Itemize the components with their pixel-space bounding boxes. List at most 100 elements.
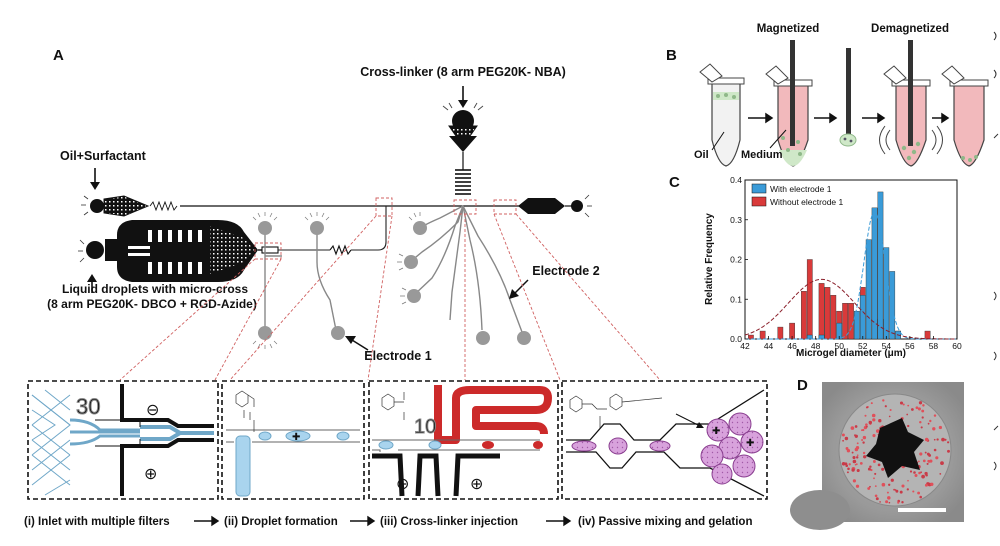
scale-bar xyxy=(898,508,946,512)
x-tick-label: 48 xyxy=(811,341,821,351)
fluorescent-dot xyxy=(911,408,914,411)
bar-without-electrode xyxy=(777,326,784,340)
bar-without-electrode xyxy=(748,334,754,340)
micro-cross-object xyxy=(866,418,924,478)
legend-swatch-without xyxy=(751,196,767,207)
fluorescent-dot xyxy=(846,471,849,474)
fluorescent-dot xyxy=(874,472,877,475)
bars-layer xyxy=(748,191,931,340)
fluorescent-dot xyxy=(851,451,854,454)
bar-without-electrode xyxy=(830,295,837,340)
electrode-2-pads xyxy=(397,212,531,345)
gel-cross-icon-2: ✚ xyxy=(746,438,754,449)
oil-surfactant-label: Oil+Surfactant xyxy=(60,149,147,163)
fluorescent-dot xyxy=(909,470,913,473)
inset-boxes xyxy=(27,380,768,500)
fluorescent-dot xyxy=(927,422,930,425)
fluorescent-dot xyxy=(897,501,900,504)
panel-d-letter: D xyxy=(797,377,808,394)
fluorescent-dot xyxy=(850,426,855,430)
droplet-inlet-arrow xyxy=(87,274,97,293)
panel-a: A Cross-linker (8 arm PEG20K- NBA) O xyxy=(24,47,768,528)
fluorescent-dot xyxy=(862,451,866,455)
tube-4 xyxy=(941,65,989,167)
fluorescent-dot xyxy=(901,501,904,504)
fluorescent-dot xyxy=(919,420,922,424)
fluorescent-dot xyxy=(941,437,945,442)
fluorescent-dot xyxy=(933,448,937,452)
fluorescent-dot xyxy=(917,407,921,411)
fluorescent-dot xyxy=(893,488,895,491)
step-3-label: (iii) Cross-linker injection xyxy=(380,516,518,528)
inset-crosslinker-injection: 10 ⊖ ⊕ xyxy=(372,385,552,497)
fluorescent-dot xyxy=(947,449,950,453)
fluorescent-dot xyxy=(922,459,926,463)
fluorescent-dot xyxy=(924,483,928,487)
fluorescent-dot xyxy=(865,423,868,427)
demagnetized-label: Demagnetized xyxy=(871,23,949,35)
fluorescent-dot xyxy=(841,433,845,437)
fluorescent-dot xyxy=(907,479,909,482)
oil-pointer xyxy=(711,131,725,151)
process-arrows xyxy=(748,112,950,124)
fluorescent-dot xyxy=(944,438,947,441)
fluorescent-dot xyxy=(852,479,857,483)
fluorescent-dot xyxy=(845,447,849,450)
fluorescent-dot xyxy=(855,484,860,488)
fluorescent-dot xyxy=(852,459,857,464)
fit-curves-layer xyxy=(744,211,956,340)
panel-c-letter: C xyxy=(669,174,680,191)
fluorescent-dot xyxy=(862,435,867,440)
fluorescent-dot xyxy=(877,463,881,467)
step-4-label: (iv) Passive mixing and gelation xyxy=(578,516,752,528)
fluorescent-dot xyxy=(870,402,873,405)
crosslinker-inlet xyxy=(442,102,484,195)
bar-with-electrode xyxy=(865,239,872,340)
fluorescent-dot xyxy=(882,399,885,402)
electrode-1-label: Electrode 1 xyxy=(364,349,431,363)
fluorescent-dot xyxy=(921,474,925,479)
fluorescent-dot xyxy=(947,441,950,444)
electrode-1-arrow xyxy=(345,336,369,351)
electrode-2-traces xyxy=(409,205,523,333)
fluorescent-dot xyxy=(933,438,936,441)
fluorescent-dot xyxy=(855,446,860,450)
fluorescent-dot xyxy=(887,496,891,500)
fluorescent-dot xyxy=(924,437,929,442)
inset-droplet-formation: ✚ xyxy=(226,390,360,497)
fluorescent-dot xyxy=(851,468,855,472)
inset-number-10: 10 xyxy=(414,416,436,438)
bar-without-electrode xyxy=(818,283,825,340)
y-tick-label: 0.3 xyxy=(730,215,742,225)
fluorescent-dot xyxy=(921,409,925,413)
fluorescent-dot xyxy=(924,471,928,476)
bar-with-electrode xyxy=(871,207,878,340)
fluorescent-dot xyxy=(899,401,904,405)
droplets-label-line2: (8 arm PEG20K- DBCO + RGD-Azide) xyxy=(47,297,257,311)
y-tick-label: 0.2 xyxy=(730,255,742,265)
x-tick-label: 52 xyxy=(858,341,868,351)
fluorescent-dot xyxy=(867,487,871,490)
fluorescent-dot xyxy=(938,425,943,430)
fluorescent-dot xyxy=(872,460,876,463)
fluorescent-dot xyxy=(847,467,850,471)
step-arrows xyxy=(194,515,572,527)
inset1-plus: ⊕ xyxy=(144,466,157,483)
droplet-channel xyxy=(261,206,387,256)
fluorescent-dot xyxy=(901,484,905,488)
droplets-label-line1: Liquid droplets with micro-cross xyxy=(62,282,248,296)
fluorescent-dot xyxy=(874,494,878,498)
fit-curve-without-electrode xyxy=(744,278,956,340)
fluorescent-dot xyxy=(862,428,865,432)
bar-without-electrode xyxy=(924,330,931,340)
bar-with-electrode xyxy=(818,334,825,340)
fluorescent-dot xyxy=(930,482,934,486)
fluorescent-dot xyxy=(871,413,876,418)
panel-b-letter: B xyxy=(666,47,677,64)
oil-label: Oil xyxy=(694,149,709,161)
x-tick-label: 46 xyxy=(787,341,797,351)
fluorescent-dot xyxy=(864,414,867,417)
fluorescent-dot xyxy=(856,454,859,457)
electrode-1-pads xyxy=(252,212,345,349)
